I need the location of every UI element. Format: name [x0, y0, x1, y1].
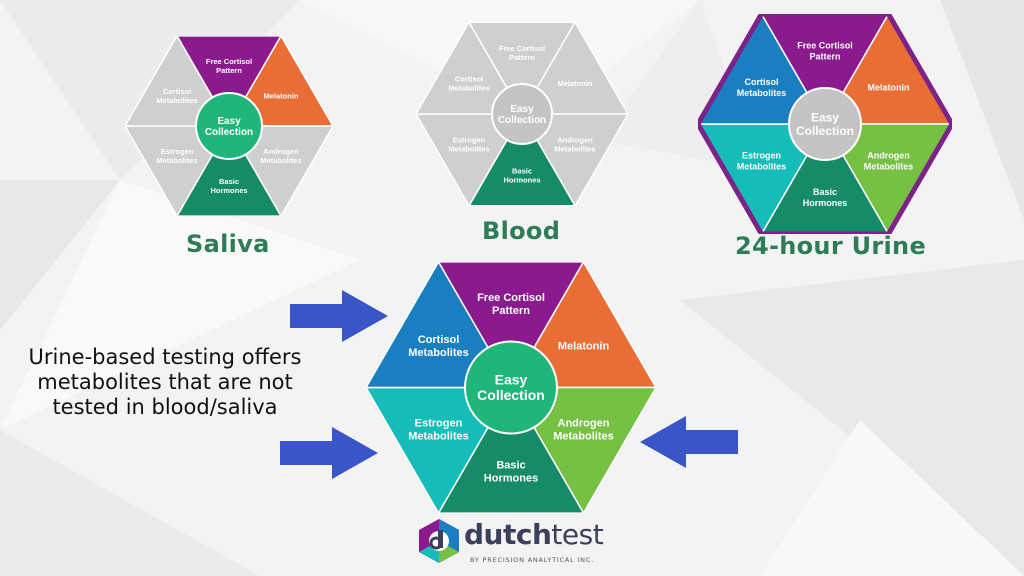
- note-text: Urine-based testing offers metabolites t…: [28, 345, 302, 419]
- arrow-right-icon: [290, 290, 388, 342]
- saliva-center-circle: [195, 92, 263, 160]
- saliva-caption: Saliva: [186, 230, 270, 258]
- main-segment-cortisol-metab: [364, 260, 513, 389]
- blood-center-circle: [491, 83, 553, 145]
- urine-border: [695, 11, 955, 237]
- blood-caption: Blood: [482, 217, 561, 245]
- blood-label-melatonin: Melatonin: [558, 79, 593, 88]
- dutch-test-logo: dutchtest BY PRECISION ANALYTICAL INC.: [418, 516, 608, 574]
- blood-segment-cortisol-metab: [414, 20, 524, 115]
- urine-caption: 24-hour Urine: [735, 232, 927, 260]
- saliva-segment-cortisol-metab: [123, 34, 231, 127]
- arrow-left-icon: [640, 416, 738, 468]
- urine-label-melatonin: Melatonin: [868, 82, 910, 92]
- logo-word-dutch: dutch: [464, 518, 552, 551]
- logo-word-test: test: [551, 518, 604, 551]
- main-center-circle: [464, 340, 558, 435]
- urine-center-circle: [788, 87, 862, 161]
- main-label-melatonin: Melatonin: [558, 340, 610, 352]
- logo-tagline: BY PRECISION ANALYTICAL INC.: [470, 556, 595, 564]
- arrow-right-icon: [280, 427, 378, 479]
- dutch-logo-icon: [419, 519, 459, 563]
- saliva-label-melatonin: Melatonin: [264, 92, 299, 101]
